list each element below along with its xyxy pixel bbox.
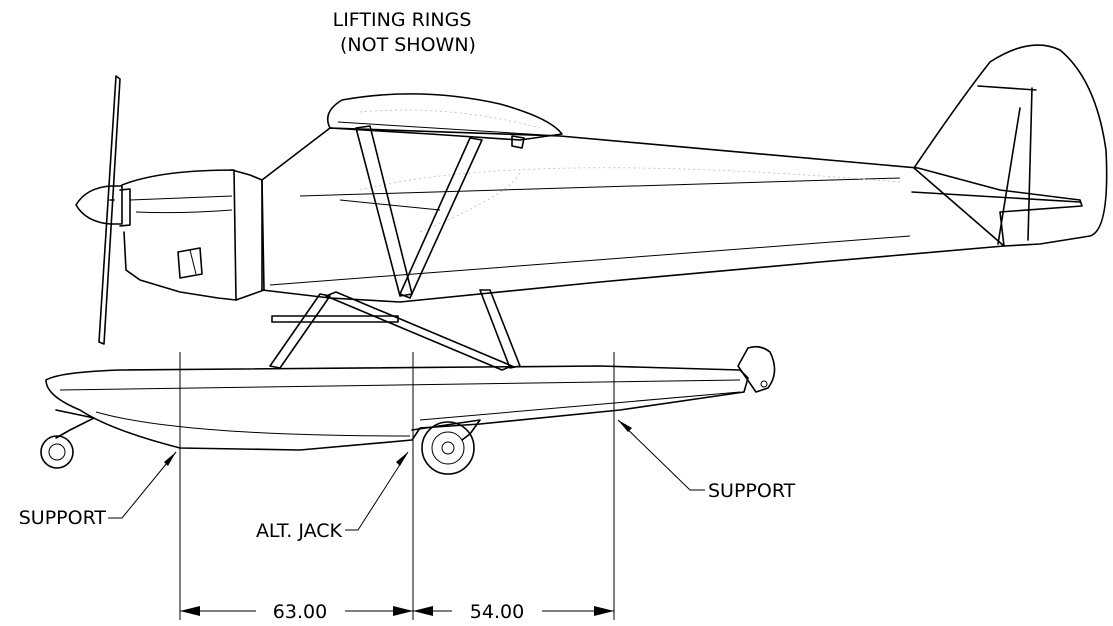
dimension-arrowhead (180, 606, 200, 616)
callout-support-right: SUPPORT (617, 419, 796, 502)
lifting-rings-label: LIFTING RINGS (333, 9, 472, 31)
dimension-63: 63.00 (180, 601, 413, 623)
callout-alt-jack: ALT. JACK (256, 451, 409, 542)
dimension-54: 54.00 (413, 601, 614, 623)
fuselage (261, 127, 1083, 303)
extension-lines (179, 352, 615, 620)
dimension-arrowhead (594, 606, 614, 616)
propeller (98, 75, 121, 345)
wing (326, 93, 563, 141)
tail (913, 44, 1108, 247)
dimension-arrowhead (413, 606, 433, 616)
lifting-rings-note: (NOT SHOWN) (340, 34, 476, 56)
float-wheels (40, 409, 481, 475)
alt-jack-label: ALT. JACK (256, 520, 343, 542)
dimension-label-63: 63.00 (273, 601, 327, 623)
dimension-arrowhead (393, 606, 413, 616)
dimension-label-54: 54.00 (470, 601, 524, 623)
engine-cowling (75, 169, 265, 301)
float (45, 345, 776, 451)
support-left-label: SUPPORT (19, 507, 107, 529)
wing-struts (355, 125, 525, 299)
support-right-label: SUPPORT (708, 480, 796, 502)
callout-support-left: SUPPORT (19, 451, 177, 529)
